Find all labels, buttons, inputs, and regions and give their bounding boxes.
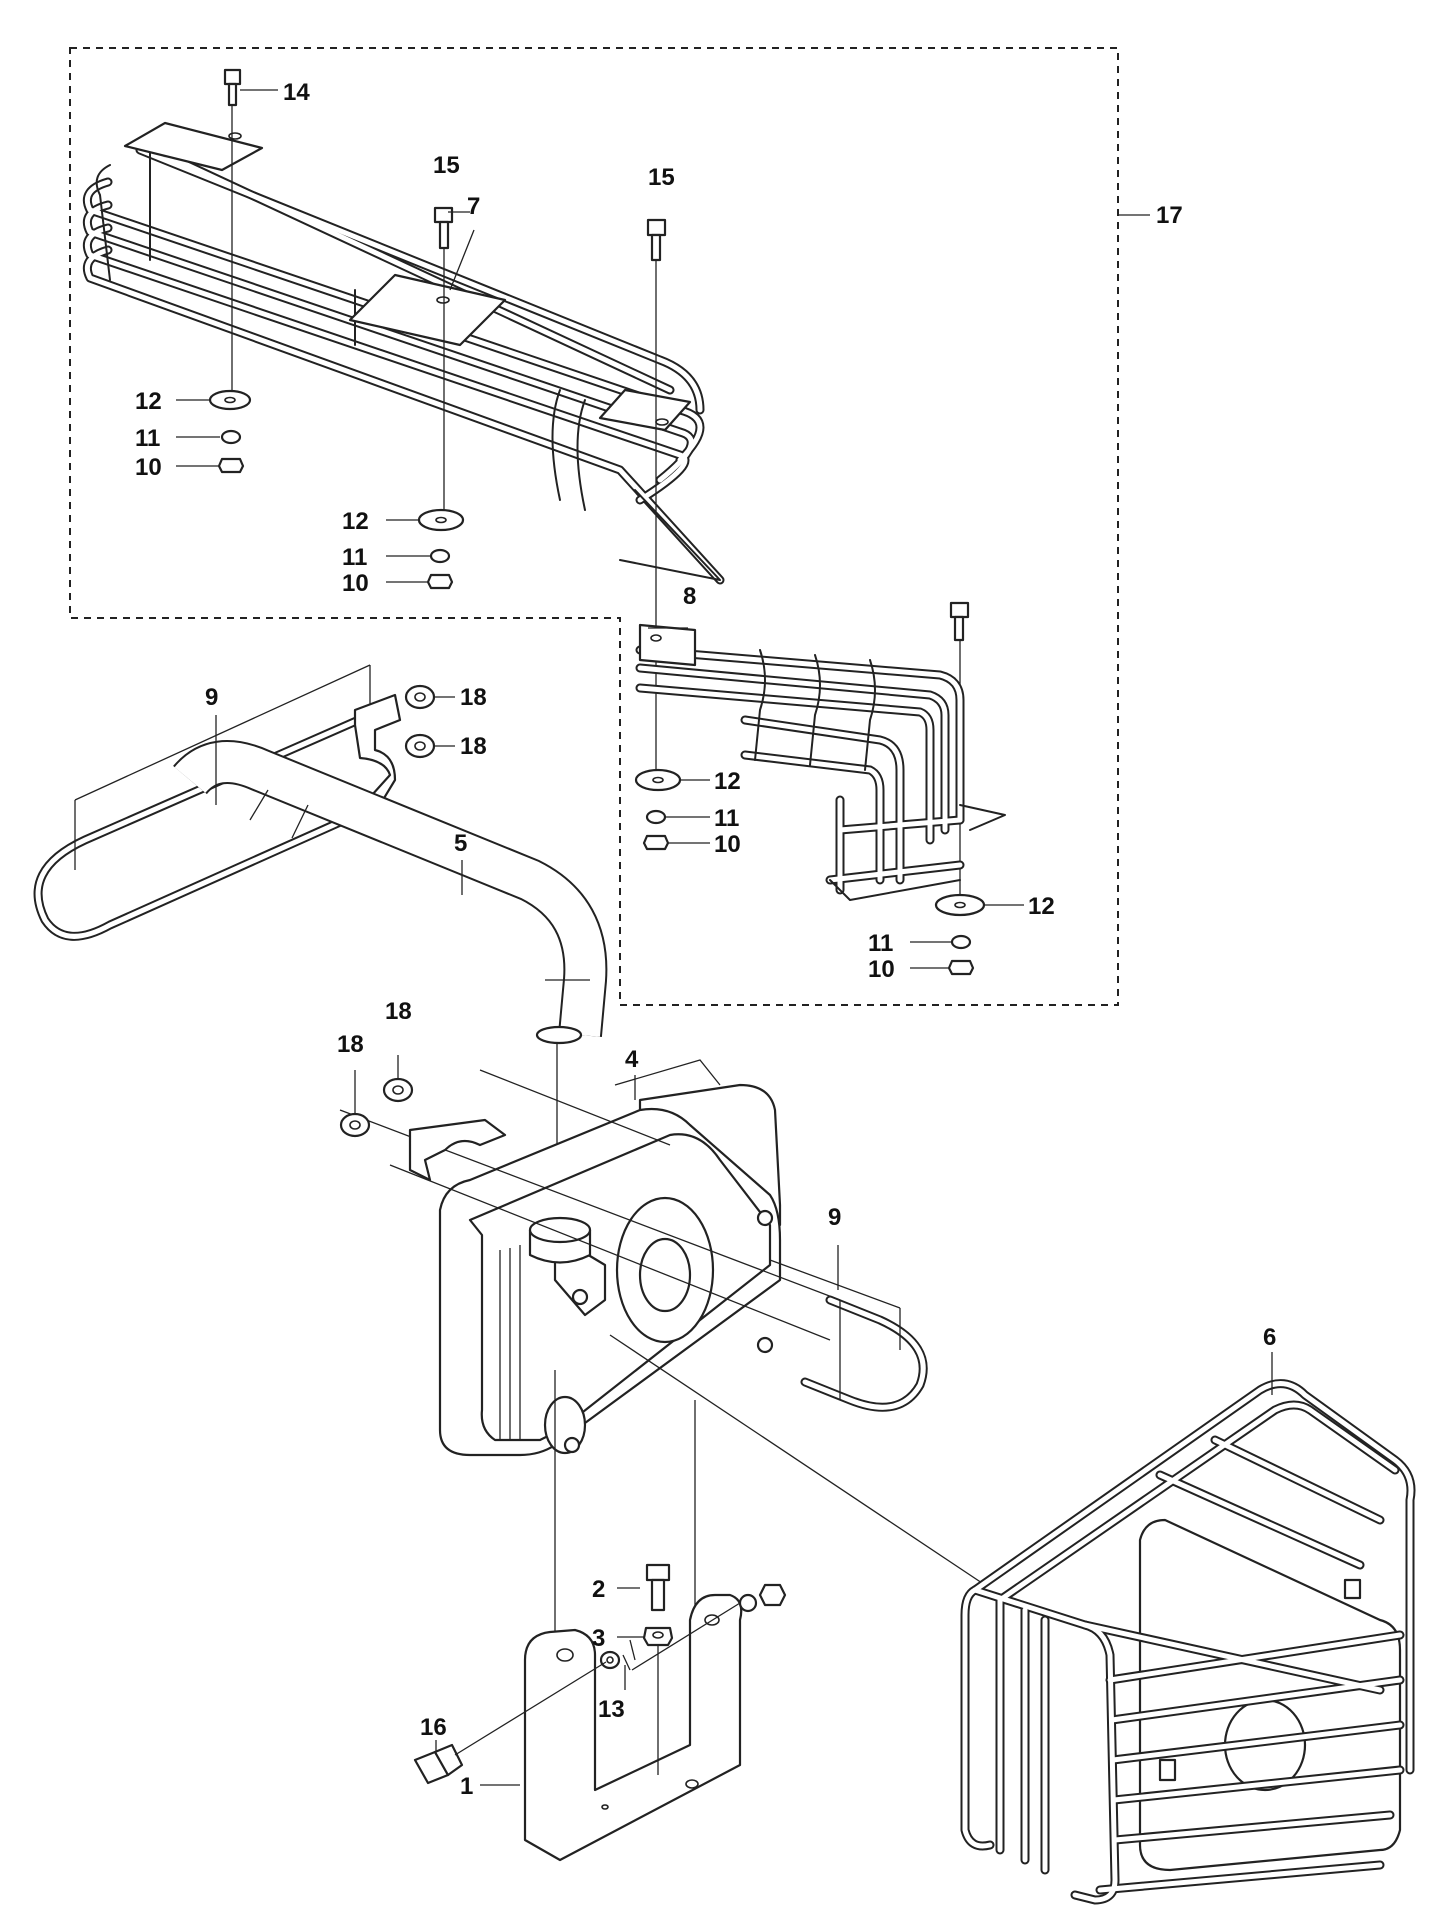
washer-13-right	[738, 1593, 758, 1613]
callout-4: 4	[625, 1046, 639, 1073]
callout-12-c: 12	[714, 768, 741, 795]
washer-13-left	[599, 1650, 621, 1670]
lock-washer-11-c	[645, 809, 667, 825]
nut-18-d	[339, 1112, 371, 1138]
nut-10-d	[947, 959, 975, 976]
callout-10-c: 10	[714, 831, 741, 858]
callout-11-d: 11	[868, 930, 893, 957]
bolt-15-left	[433, 206, 454, 250]
bolt-14	[223, 68, 242, 107]
callout-11-c: 11	[714, 805, 739, 832]
nut-10-a	[217, 457, 245, 474]
callout-6: 6	[1263, 1324, 1276, 1351]
guard-cage-6	[960, 1379, 1416, 1905]
nut-10-c	[642, 834, 670, 851]
callout-8: 8	[683, 583, 696, 610]
callout-12-b: 12	[342, 508, 369, 535]
callout-15-left: 15	[433, 152, 460, 179]
callout-10-b: 10	[342, 570, 369, 597]
callout-1: 1	[460, 1773, 473, 1800]
assembly-boundary-17	[69, 47, 1119, 1006]
callout-18-a: 18	[460, 684, 487, 711]
leader-lines	[176, 89, 1273, 1786]
lock-washer-11-a	[220, 429, 242, 445]
exhaust-pipe-5	[173, 740, 608, 1045]
clamp-upper	[353, 693, 402, 810]
bolt-15-right	[646, 218, 667, 262]
callout-12-d: 12	[1028, 893, 1055, 920]
callout-11-a: 11	[135, 425, 160, 452]
u-bolt-9-lower	[800, 1295, 928, 1412]
lock-washer-11-b	[429, 548, 451, 564]
callout-18-b: 18	[460, 733, 487, 760]
upper-guard-part	[82, 121, 725, 585]
callouts: 14 15 7 15 17 12 11 10 12 11 10 8 9 18 1…	[135, 79, 1276, 1800]
callout-18-d: 18	[337, 1031, 364, 1058]
callout-11-b: 11	[342, 544, 367, 571]
bolt-16	[413, 1743, 464, 1785]
clamp-lower	[408, 1118, 507, 1182]
nut-13	[758, 1583, 787, 1607]
callout-18-c: 18	[385, 998, 412, 1025]
callout-2: 2	[592, 1576, 605, 1603]
callout-5: 5	[454, 830, 467, 857]
u-bolt-9-upper	[33, 710, 390, 941]
lock-washer-11-d	[950, 934, 972, 950]
callout-14: 14	[283, 79, 310, 106]
callout-17: 17	[1156, 202, 1183, 229]
bracket-1	[523, 1593, 743, 1862]
callout-12-a: 12	[135, 388, 162, 415]
callout-7: 7	[467, 193, 480, 220]
guard-part-8	[635, 623, 1006, 901]
bolt-2	[645, 1563, 671, 1612]
callout-9-lower: 9	[828, 1204, 841, 1231]
nut-18-a	[404, 684, 436, 710]
washer-3	[642, 1626, 674, 1647]
callout-13: 13	[598, 1696, 625, 1723]
nut-18-b	[404, 733, 436, 759]
bolt-8	[949, 601, 970, 642]
callout-9-upper: 9	[205, 684, 218, 711]
callout-15-right: 15	[648, 164, 675, 191]
callout-10-d: 10	[868, 956, 895, 983]
nut-18-c	[382, 1077, 414, 1103]
callout-3: 3	[592, 1625, 605, 1652]
nut-10-b	[426, 573, 454, 590]
muffler-4	[438, 1059, 782, 1457]
callout-10-a: 10	[135, 454, 162, 481]
callout-16: 16	[420, 1714, 447, 1741]
